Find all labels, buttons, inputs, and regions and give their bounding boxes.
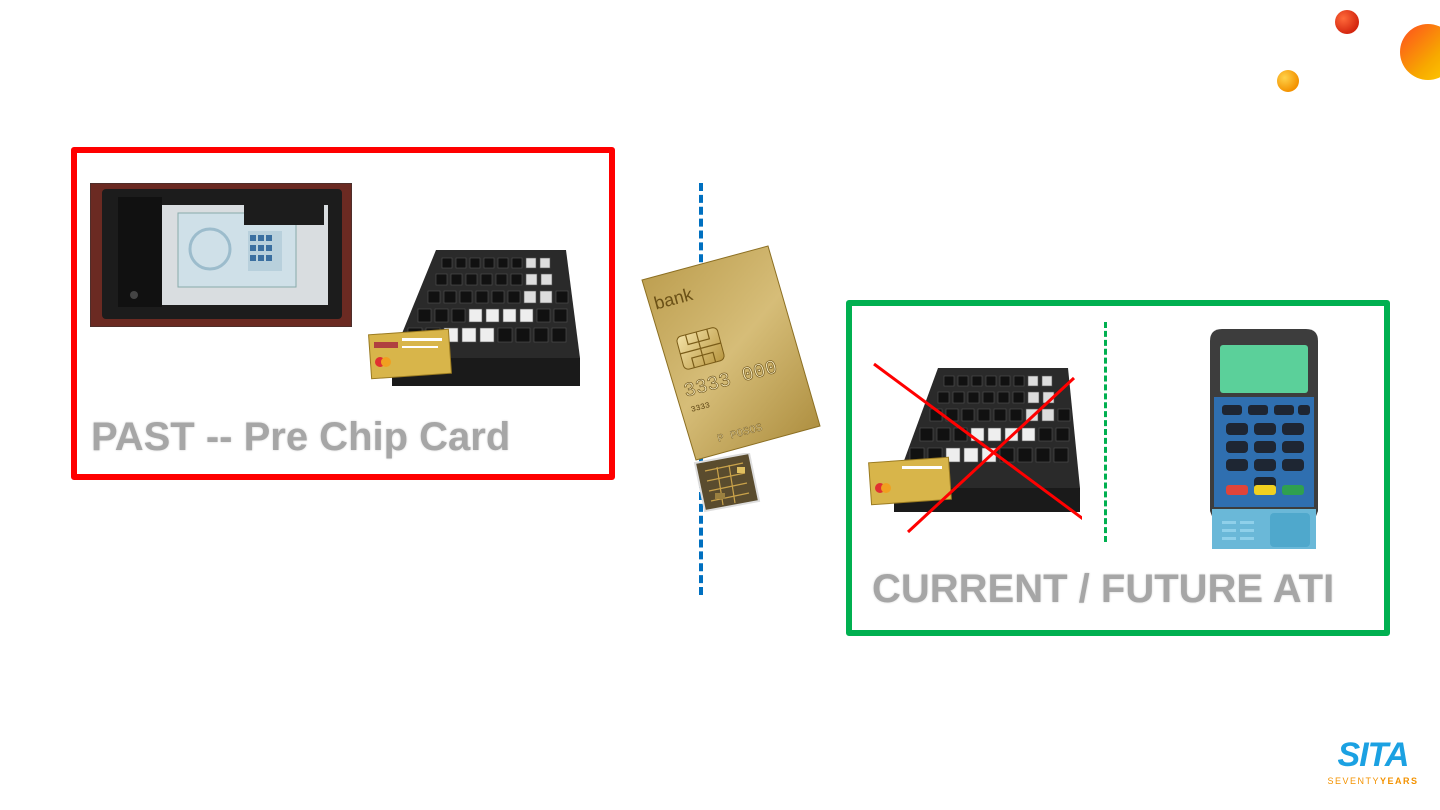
future-panel: [846, 300, 1390, 636]
tagline-years: YEARS: [1380, 776, 1419, 786]
sita-tagline: SEVENTYYEARS: [1318, 776, 1428, 786]
card-imprinter-image: [90, 183, 352, 327]
keyboard-msr-crossed-image: [868, 362, 1082, 534]
sita-logo: SITA SEVENTYYEARS: [1318, 738, 1428, 786]
future-caption: CURRENT / FUTURE ATI: [872, 567, 1335, 611]
pin-pad-terminal-image: [1210, 329, 1318, 549]
keyboard-msr-image: [368, 250, 580, 386]
panel-divider: [1104, 322, 1107, 542]
chip-card-image: bank 3333 000 3333 P POSOS: [641, 245, 821, 461]
past-panel: [71, 147, 615, 480]
sita-wordmark: SITA: [1337, 736, 1410, 774]
decorative-dots: [1277, 10, 1440, 92]
chip-die-image: [693, 453, 761, 513]
past-caption: PAST -- Pre Chip Card: [91, 415, 511, 459]
cross-icon: [873, 362, 1082, 520]
tagline-seventy: SEVENTY: [1327, 776, 1380, 786]
